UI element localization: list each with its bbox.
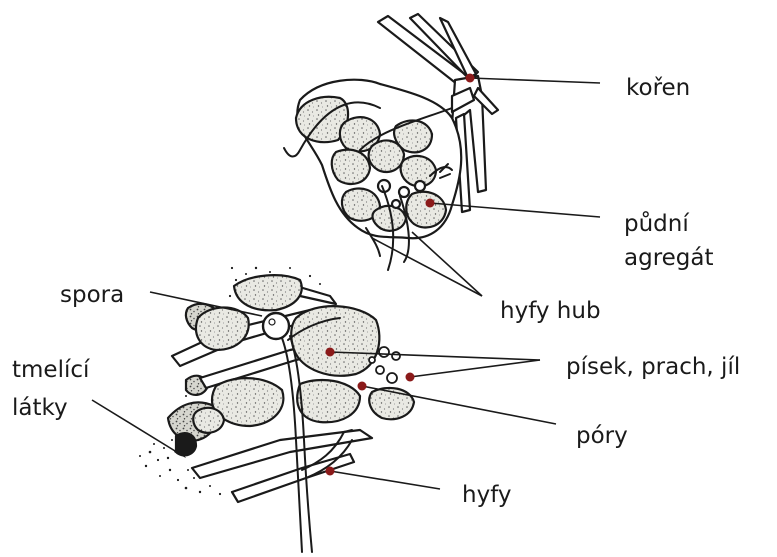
hyphae-marker xyxy=(326,467,335,476)
particle-large xyxy=(291,306,379,376)
root-marker xyxy=(466,74,475,83)
pores-marker xyxy=(358,382,367,391)
label-cementing-line2: látky xyxy=(12,395,68,421)
label-spore: spora xyxy=(60,282,124,308)
label-soil-aggregate-line2: agregát xyxy=(624,245,714,271)
label-root: kořen xyxy=(626,75,690,101)
particle-mid xyxy=(297,380,360,422)
label-fungal-hyphae: hyfy hub xyxy=(500,298,601,324)
particle-left xyxy=(196,308,249,351)
sand-marker-2 xyxy=(406,373,415,382)
sand-marker-1 xyxy=(326,348,335,357)
spore-drawing xyxy=(263,313,289,339)
label-soil-aggregate-line1: půdní xyxy=(624,210,689,237)
particle-top xyxy=(234,275,302,310)
particle-bottom-left xyxy=(193,408,224,433)
soil-aggregate-illustration xyxy=(284,14,498,270)
label-cementing-line1: tmelící xyxy=(12,357,90,383)
soil-section-illustration xyxy=(139,267,414,552)
label-hyphae: hyfy xyxy=(462,482,512,508)
label-sand-silt-clay: písek, prach, jíl xyxy=(566,354,740,380)
aggregate-marker xyxy=(426,199,435,208)
label-pores: póry xyxy=(576,423,628,449)
